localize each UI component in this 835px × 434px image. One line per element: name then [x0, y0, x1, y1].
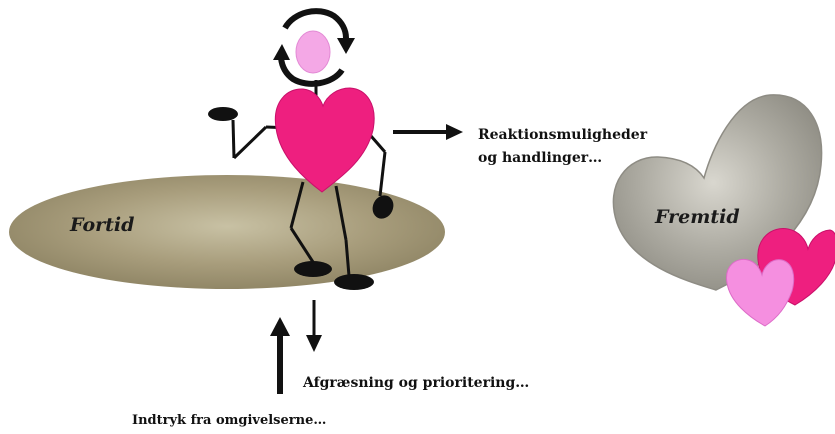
left-hand [208, 107, 238, 121]
arrow-right-icon [393, 124, 463, 140]
heart-body [275, 88, 374, 192]
left-foot [294, 261, 332, 277]
arrow-down-icon [306, 300, 322, 352]
light-pink-heart [727, 259, 794, 326]
indtryk-label: Indtryk fra omgivelserne… [132, 413, 326, 428]
afgraesning-label: Afgræsning og prioritering… [303, 375, 529, 391]
fremtid-label: Fremtid [655, 206, 740, 228]
left-upper [233, 120, 234, 158]
rotation-arrowhead-top [337, 38, 355, 54]
right-foot [334, 274, 374, 290]
fortid-label: Fortid [70, 214, 134, 236]
rotation-arrowhead-bottom [273, 44, 290, 60]
reaktion-label-line2: og handlinger… [478, 150, 602, 166]
head [296, 31, 330, 73]
arrow-up-icon [270, 317, 290, 394]
left-forearm [234, 127, 266, 158]
reaktion-label-line1: Reaktionsmuligheder [478, 127, 647, 143]
right-lower-arm [380, 152, 385, 196]
